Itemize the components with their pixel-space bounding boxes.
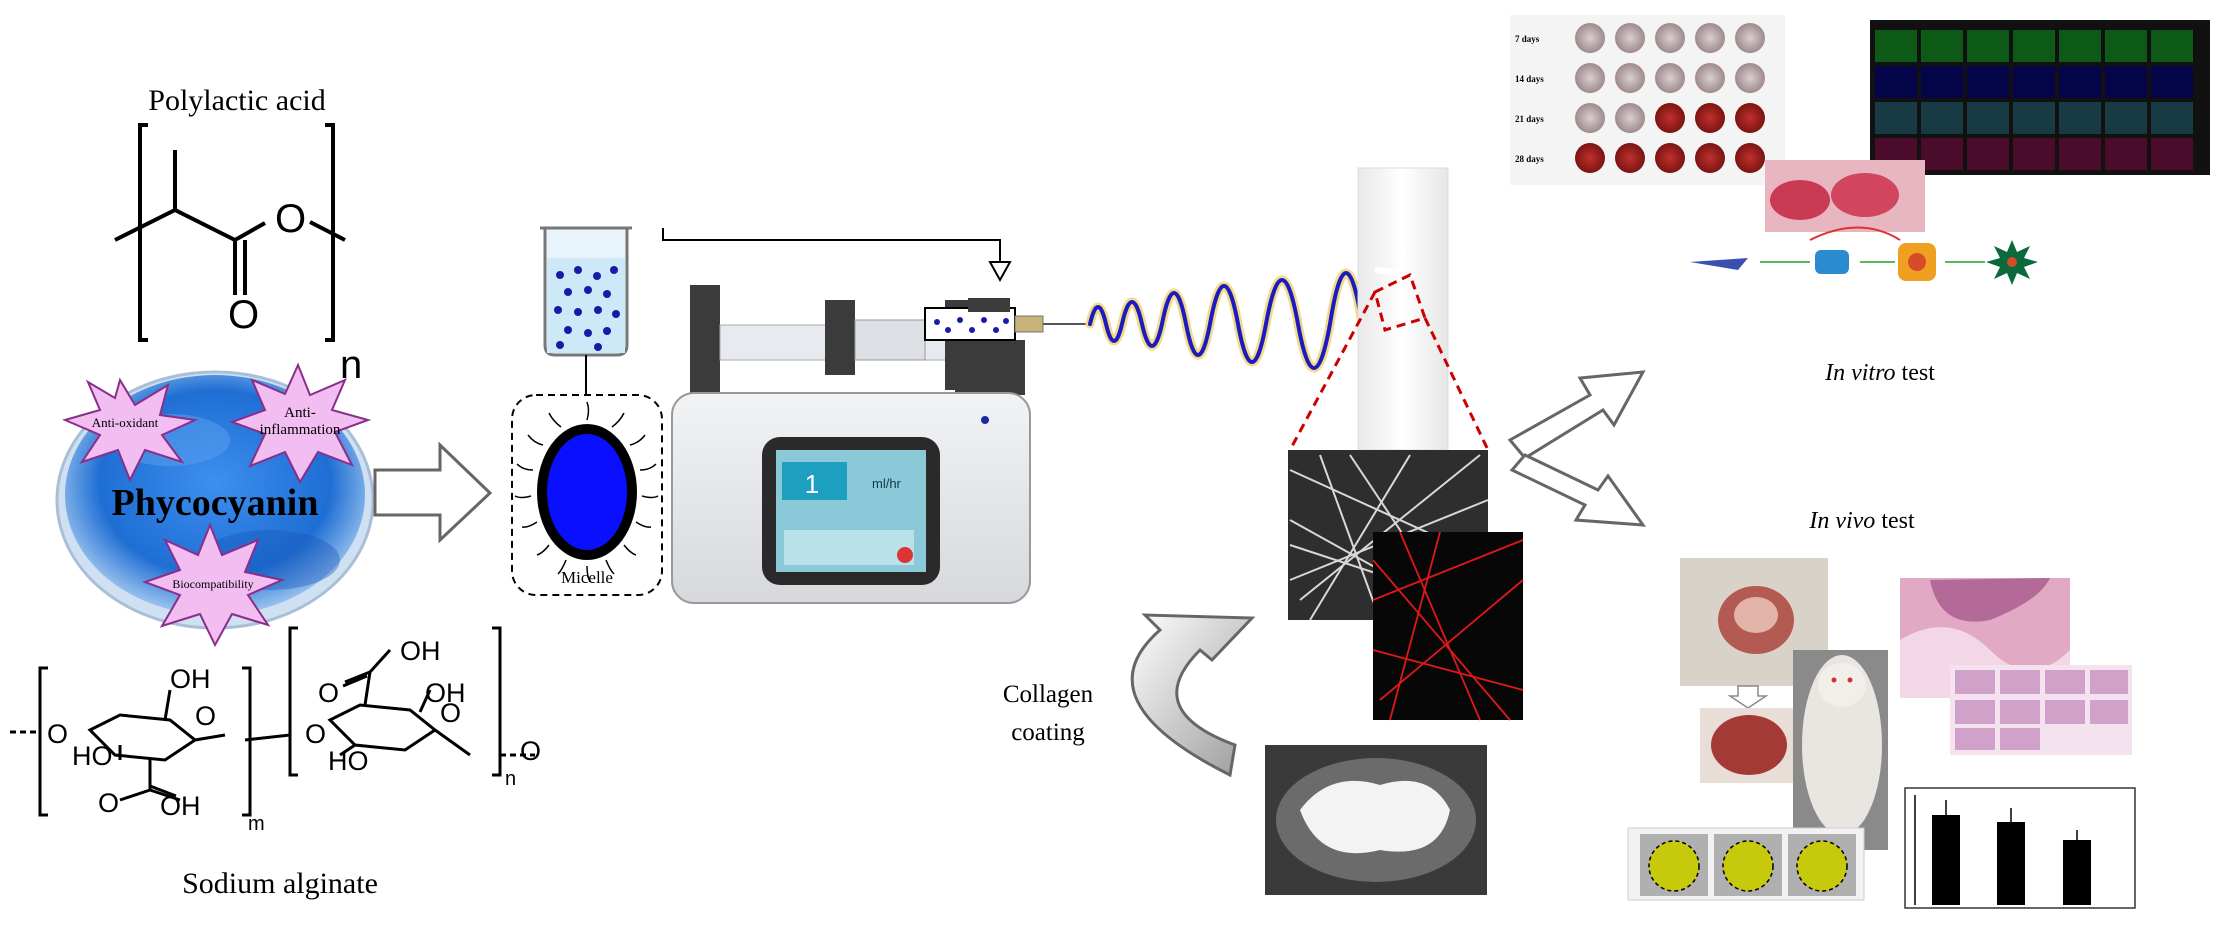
beaker-particles: [554, 266, 620, 351]
invivo-rest: test: [1875, 508, 1915, 534]
zoom-lines: [1288, 272, 1490, 451]
micelle-label: Micelle: [561, 568, 613, 587]
alginate-oh-2: OH: [160, 791, 201, 821]
fluorescence-grid: [1870, 20, 2210, 175]
alginate-sub-m: m: [248, 813, 265, 835]
pla-title: Polylactic acid: [148, 84, 325, 117]
invivo-italic: In vivo: [1808, 508, 1875, 534]
histology-grid: [1950, 665, 2132, 755]
alginate-o-ring-1: O: [195, 701, 216, 731]
alginate-oh-4: OH: [425, 678, 466, 708]
plate-row-14-days: 14 days: [1515, 74, 1544, 84]
invitro-label: In vitro test: [1824, 360, 1935, 386]
biocompatibility-starburst: [142, 522, 286, 648]
biocompatibility-label: Biocompatibility: [172, 577, 253, 591]
fiber-mesh: [1357, 167, 1449, 451]
syringe-pump: [662, 228, 1031, 604]
alginate-ho-1: HO: [72, 741, 113, 771]
invivo-label: In vivo test: [1808, 508, 1915, 534]
defect-photo: [1700, 685, 1798, 783]
alginate-o-bridge: O: [305, 719, 326, 749]
alginate-title: Sodium alginate: [182, 867, 378, 900]
pla-carbonyl-o: O: [228, 293, 259, 337]
syringe: [924, 298, 1090, 341]
arrow-to-micelle: [373, 441, 493, 544]
alginate-sub-n: n: [505, 768, 516, 790]
alginate-o-carboxyl-1: O: [98, 788, 119, 818]
alginate-structure: [10, 626, 535, 817]
alginate-o-ring-2: O: [440, 698, 461, 728]
antiinflammation-label-1: Anti-: [284, 405, 316, 421]
arrow-to-invivo: [1509, 453, 1647, 527]
collagen-arrow: [1130, 613, 1256, 778]
osteogenic-pathway: [1690, 226, 2038, 285]
pla-subscript-n: n: [340, 343, 362, 387]
arrow-to-invitro: [1507, 370, 1646, 460]
antioxidant-starburst: [62, 377, 199, 483]
alginate-o-left: O: [47, 719, 68, 749]
phycocyanin-title: Phycocyanin: [112, 482, 319, 524]
pump-readout-unit: ml/hr: [872, 476, 902, 491]
plate-row-7-days: 7 days: [1515, 34, 1540, 44]
bar-chart: [1904, 787, 2136, 909]
cell-culture-photo: [1765, 160, 1925, 232]
antiinflammation-starburst: [229, 362, 372, 485]
plate-row-28-days: 28 days: [1515, 154, 1544, 164]
collagen-label-1: Collagen: [1003, 681, 1094, 708]
confocal-image: [1372, 531, 1524, 721]
pla-ester-o: O: [275, 197, 306, 241]
plate-row-21-days: 21 days: [1515, 114, 1544, 124]
scaffold-photo: [1265, 745, 1487, 895]
alginate-ho-2: HO: [328, 746, 369, 776]
antiinflammation-label-2: inflammation: [260, 422, 341, 438]
alginate-o-right: O: [520, 736, 541, 766]
invitro-italic: In vitro: [1824, 360, 1895, 386]
rat-photo: [1793, 650, 1888, 850]
antioxidant-label: Anti-oxidant: [92, 415, 159, 430]
alginate-oh-1: OH: [170, 664, 211, 694]
alizarin-plate-grid: [1510, 15, 1785, 185]
alginate-oh-3: OH: [400, 636, 441, 666]
microct-strip: [1627, 827, 1865, 901]
micelle-box: [511, 394, 663, 596]
invitro-rest: test: [1896, 360, 1936, 386]
alginate-o-carboxyl-2: O: [318, 678, 339, 708]
collagen-label-2: coating: [1011, 719, 1085, 746]
pump-readout: 1: [805, 469, 819, 499]
pla-structure: [114, 123, 346, 342]
